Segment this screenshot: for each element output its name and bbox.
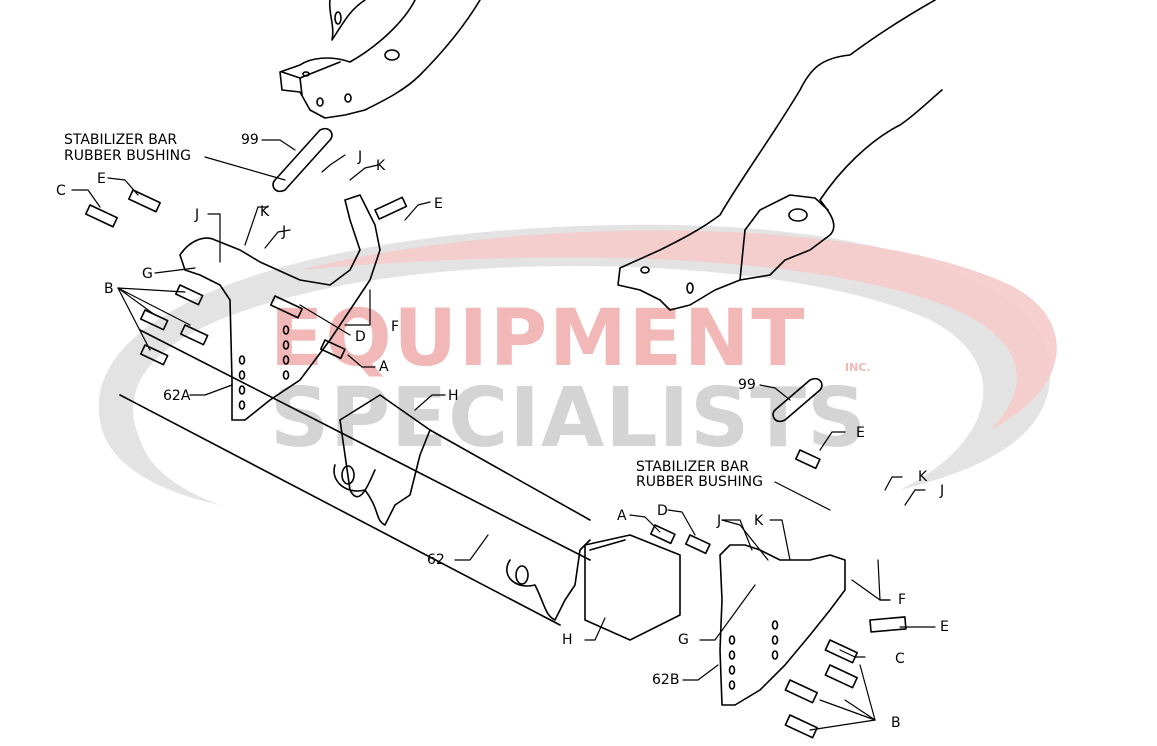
label-B-right: B [891, 715, 901, 731]
label-E-right-2: E [940, 619, 949, 635]
label-stabilizer-bar-right: STABILIZER BAR [636, 459, 750, 475]
push-frame-62 [119, 329, 681, 641]
label-C-left: C [56, 183, 66, 199]
label-K-left-2: K [260, 204, 270, 220]
watermark-suffix: INC. [845, 361, 871, 374]
label-62A: 62A [163, 388, 191, 404]
label-E-left-1: E [434, 196, 443, 212]
label-99-left: 99 [241, 132, 259, 148]
label-stabilizer-bar-left: STABILIZER BAR [64, 132, 178, 148]
label-E-right-1: E [856, 425, 865, 441]
right-frame-rail [617, 0, 943, 311]
label-J-right-1: J [940, 483, 945, 499]
bolts [84, 189, 907, 739]
label-J-right-2: J [717, 513, 722, 529]
label-J-left-3: J [282, 224, 287, 240]
label-K-left-1: K [376, 158, 386, 174]
label-rubber-bushing-right: RUBBER BUSHING [636, 474, 763, 490]
leader-lines [71, 139, 936, 731]
label-F-right: F [898, 592, 907, 608]
label-H-lower: H [562, 632, 573, 648]
watermark-line2: SPECIALISTS [270, 371, 868, 466]
label-A-right: A [617, 508, 627, 524]
left-frame-rail [279, 0, 481, 119]
label-E-left-2: E [97, 171, 106, 187]
label-62B: 62B [652, 672, 680, 688]
label-G-right: G [678, 632, 689, 648]
bracket-62B [719, 544, 846, 706]
label-K-right-2: K [754, 513, 764, 529]
label-J-left-2: J [195, 207, 200, 223]
label-J-left-1: J [358, 149, 363, 165]
label-G-left: G [142, 266, 153, 282]
label-B-left: B [104, 281, 114, 297]
label-A-left: A [379, 359, 389, 375]
label-99-right: 99 [738, 377, 756, 393]
bracket-62A [179, 194, 381, 421]
label-62: 62 [427, 552, 445, 568]
label-C-right: C [895, 651, 905, 667]
link-99-right [772, 377, 823, 423]
label-H-upper: H [448, 388, 459, 404]
label-K-right-1: K [918, 469, 928, 485]
label-D-right: D [657, 503, 668, 519]
link-99-left [272, 127, 333, 193]
label-F-left: F [391, 319, 400, 335]
label-D-left: D [355, 329, 366, 345]
label-rubber-bushing-left: RUBBER BUSHING [64, 148, 191, 164]
